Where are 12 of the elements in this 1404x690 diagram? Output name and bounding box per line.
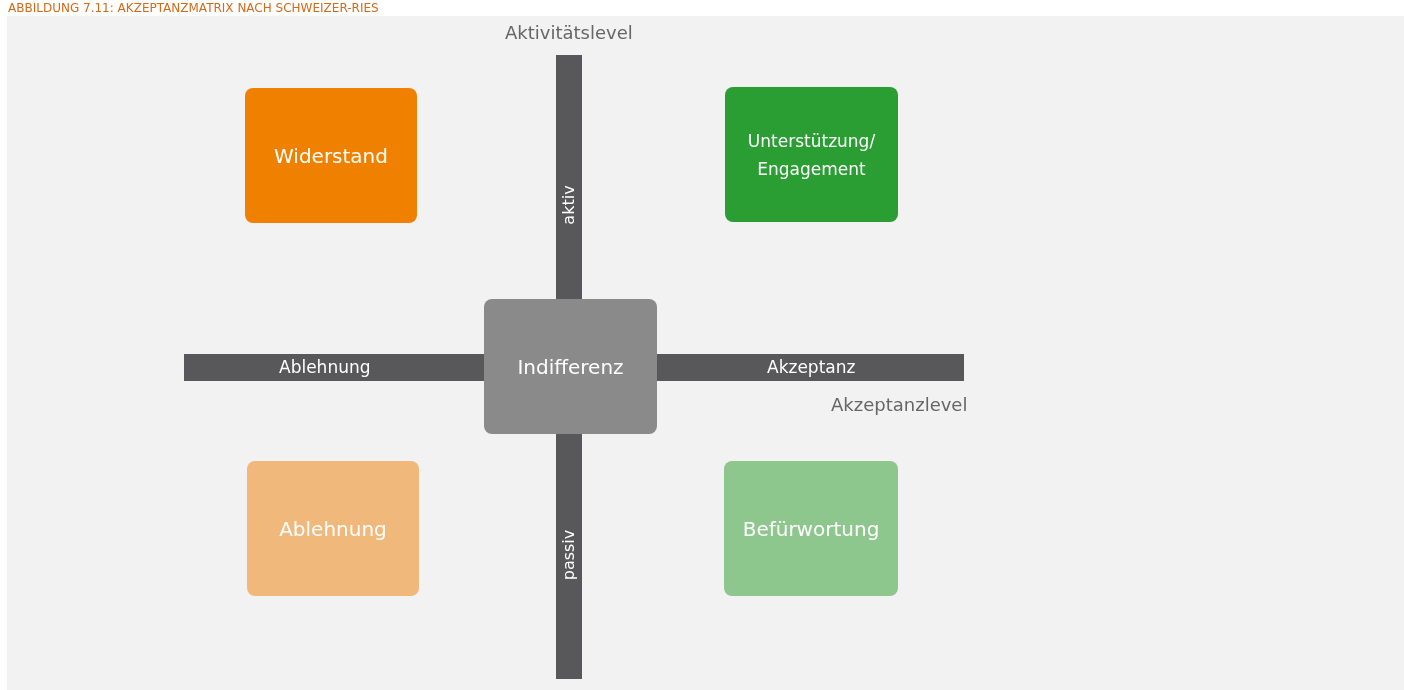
axis-title: Aktivitätslevel (505, 21, 633, 45)
quadrant-box: Unterstützung/ Engagement (725, 87, 898, 222)
quadrant-box: Befürwortung (724, 461, 898, 596)
axis-label: passiv (558, 529, 579, 581)
axis-label: Akzeptanz (767, 356, 856, 379)
axis-label: aktiv (558, 185, 579, 225)
axis-label: Ablehnung (279, 356, 371, 379)
axis-title: Akzeptanzlevel (831, 393, 968, 417)
quadrant-box: Indifferenz (484, 299, 657, 434)
figure-title: ABBILDUNG 7.11: AKZEPTANZMATRIX NACH SCHWEIZER-RIES (8, 0, 379, 16)
quadrant-box: Ablehnung (247, 461, 419, 596)
quadrant-box: Widerstand (245, 88, 417, 223)
